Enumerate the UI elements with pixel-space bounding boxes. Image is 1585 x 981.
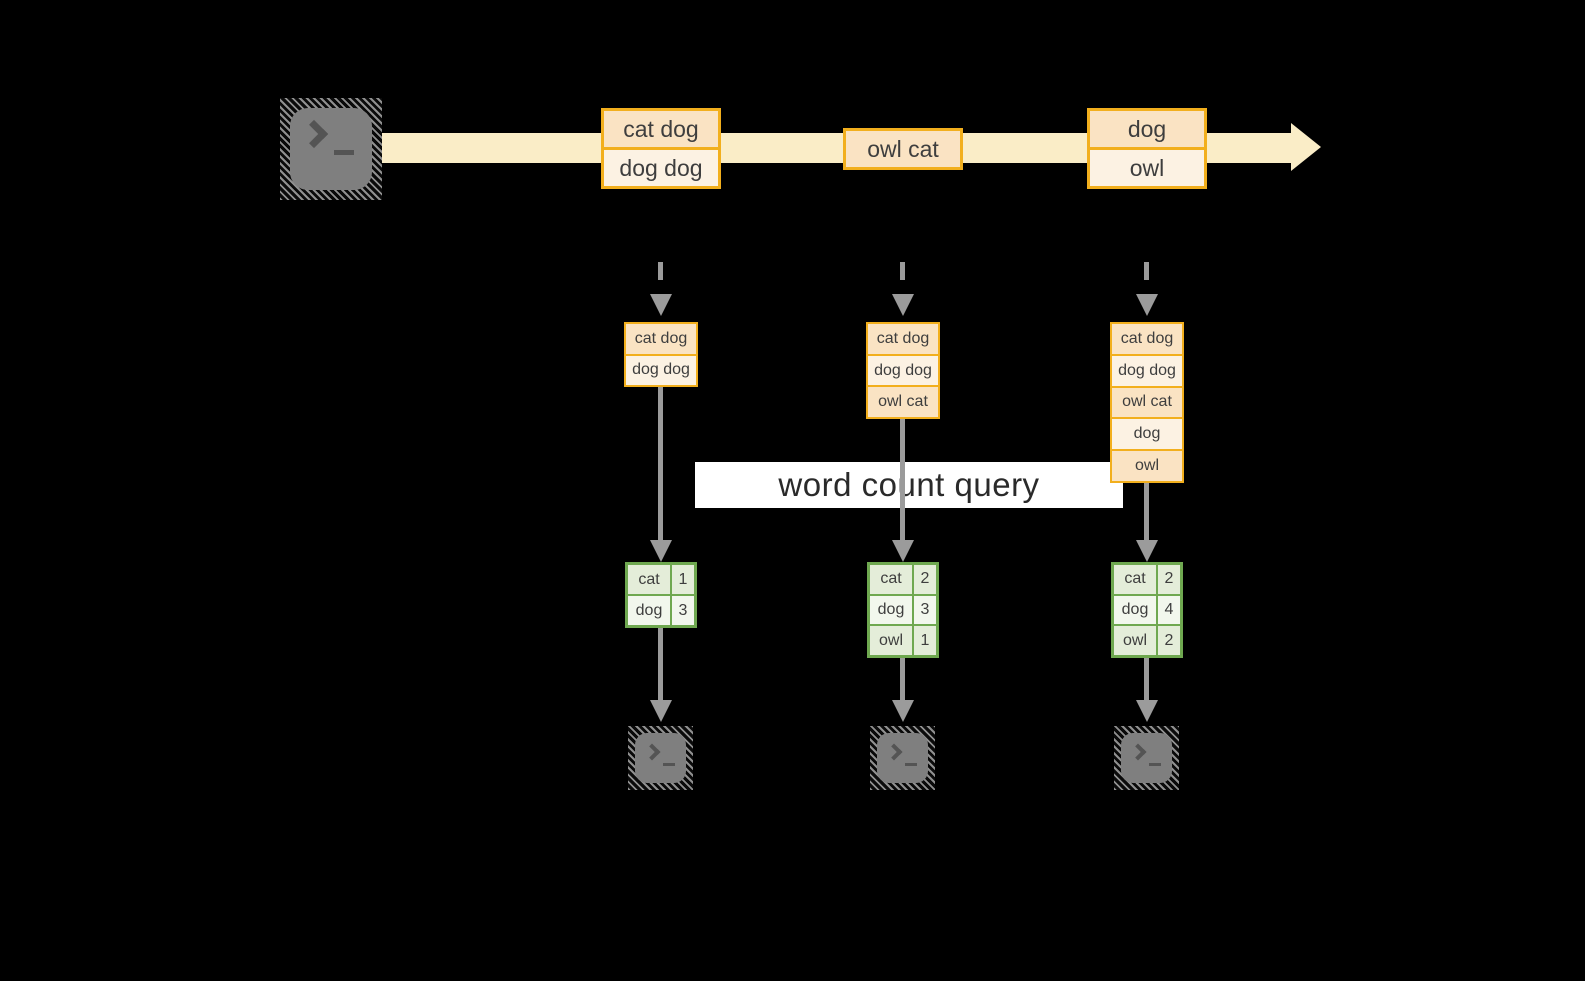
query-label: word count query <box>778 466 1040 503</box>
result-count-cell: 3 <box>914 595 936 625</box>
result-count-cell: 2 <box>1158 565 1180 594</box>
result-count-cell: 4 <box>1158 595 1180 625</box>
result-count-cell: 1 <box>672 565 694 594</box>
batch-box-1: cat dog dog dog <box>601 108 721 189</box>
query-arrow-head-2 <box>892 540 914 562</box>
query-arrow-line-2 <box>900 419 905 540</box>
terminal-screen <box>877 733 928 783</box>
result-table-3: cat 2 dog 4 owl 2 <box>1111 562 1183 658</box>
batch-row: dog dog <box>604 147 718 186</box>
sink-terminal-icon-1 <box>628 726 693 790</box>
input-row: dog dog <box>626 353 696 385</box>
batch-row: owl <box>1090 147 1204 186</box>
terminal-cursor-icon <box>334 150 354 155</box>
query-arrow-head-3 <box>1136 540 1158 562</box>
batch-box-2: owl cat <box>843 128 963 170</box>
terminal-cursor-icon <box>663 763 675 766</box>
result-word-cell: cat <box>628 565 670 594</box>
result-table-1: cat 1 dog 3 <box>625 562 697 628</box>
sink-terminal-icon-2 <box>870 726 935 790</box>
result-count-cell: 1 <box>914 626 936 655</box>
input-table-3: cat dog dog dog owl cat dog owl <box>1110 322 1184 483</box>
terminal-cursor-icon <box>1149 763 1161 766</box>
result-count-cell: 2 <box>914 565 936 594</box>
input-row: dog dog <box>1112 353 1182 386</box>
sink-terminal-icon-3 <box>1114 726 1179 790</box>
terminal-prompt-icon <box>643 743 661 761</box>
trigger-arrow-head-1 <box>650 294 672 316</box>
input-row: owl cat <box>868 385 938 418</box>
input-row: cat dog <box>868 324 938 354</box>
terminal-screen <box>635 733 686 783</box>
source-terminal-icon <box>280 98 382 200</box>
output-arrow-head-2 <box>892 700 914 722</box>
trigger-arrow-line-2 <box>900 262 905 292</box>
query-arrow-head-1 <box>650 540 672 562</box>
terminal-screen <box>290 108 372 190</box>
terminal-screen <box>1121 733 1172 783</box>
stream-timeline-arrowhead <box>1291 123 1321 171</box>
batch-row: cat dog <box>604 111 718 147</box>
terminal-cursor-icon <box>905 763 917 766</box>
output-arrow-head-3 <box>1136 700 1158 722</box>
result-count-cell: 2 <box>1158 626 1180 655</box>
trigger-arrow-head-3 <box>1136 294 1158 316</box>
trigger-arrow-head-2 <box>892 294 914 316</box>
result-word-cell: dog <box>628 596 670 625</box>
query-arrow-line-3 <box>1144 483 1149 540</box>
input-row: owl <box>1112 449 1182 481</box>
trigger-arrow-line-3 <box>1144 262 1149 292</box>
output-arrow-line-2 <box>900 658 905 700</box>
query-arrow-line-1 <box>658 387 663 540</box>
trigger-arrow-line-1 <box>658 262 663 292</box>
result-word-cell: cat <box>1114 565 1156 594</box>
query-band: word count query <box>695 462 1123 508</box>
result-word-cell: owl <box>870 626 912 655</box>
input-table-1: cat dog dog dog <box>624 322 698 387</box>
result-word-cell: cat <box>870 565 912 594</box>
input-row: cat dog <box>1112 324 1182 354</box>
output-arrow-head-1 <box>650 700 672 722</box>
input-row: cat dog <box>626 324 696 354</box>
terminal-prompt-icon <box>299 119 329 149</box>
input-table-2: cat dog dog dog owl cat <box>866 322 940 419</box>
batch-row: owl cat <box>846 131 960 167</box>
result-count-cell: 3 <box>672 596 694 625</box>
result-table-2: cat 2 dog 3 owl 1 <box>867 562 939 658</box>
result-word-cell: dog <box>1114 595 1156 625</box>
input-row: owl cat <box>1112 385 1182 418</box>
input-row: dog <box>1112 417 1182 450</box>
result-word-cell: dog <box>870 595 912 625</box>
output-arrow-line-1 <box>658 628 663 700</box>
terminal-prompt-icon <box>885 743 903 761</box>
input-row: dog dog <box>868 353 938 386</box>
terminal-prompt-icon <box>1129 743 1147 761</box>
batch-box-3: dog owl <box>1087 108 1207 189</box>
output-arrow-line-3 <box>1144 658 1149 700</box>
result-word-cell: owl <box>1114 626 1156 655</box>
batch-row: dog <box>1090 111 1204 147</box>
